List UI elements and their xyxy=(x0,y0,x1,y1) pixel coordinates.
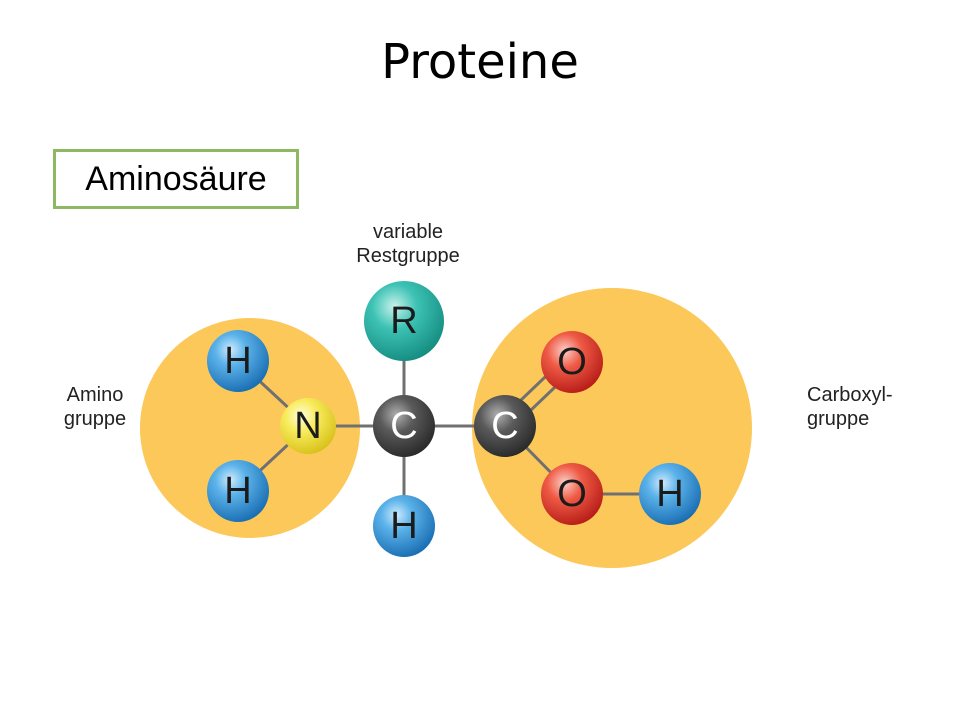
page-title: Proteine xyxy=(381,34,579,90)
atom-h-top-left: H xyxy=(207,330,269,392)
atom-r: R xyxy=(364,281,444,361)
atom-c-alpha: C xyxy=(373,395,435,457)
label-rest-line1: variable xyxy=(372,221,444,243)
atom-c-alpha-label: C xyxy=(390,405,417,447)
label-variable-restgruppe: variable Restgruppe xyxy=(318,220,498,268)
label-amino-line1: Amino xyxy=(66,384,124,406)
atom-h-bottom-left-label: H xyxy=(224,470,251,512)
label-carboxylgruppe: Carboxyl- gruppe xyxy=(807,383,893,431)
amino-group-circle xyxy=(140,318,360,538)
label-aminogruppe: Amino gruppe xyxy=(40,383,150,431)
label-carboxyl-line2: gruppe xyxy=(807,408,870,430)
atom-h-top-left-label: H xyxy=(224,340,251,382)
atom-c-carboxyl-label: C xyxy=(491,405,518,447)
atom-r-label: R xyxy=(390,300,417,342)
atom-h-hydroxyl: H xyxy=(639,463,701,525)
atom-h-bottom-left: H xyxy=(207,460,269,522)
atom-o-hydroxyl-label: O xyxy=(557,473,587,515)
atom-o-double: O xyxy=(541,331,603,393)
atom-n: N xyxy=(280,398,336,454)
label-carboxyl-line1: Carboxyl- xyxy=(807,384,893,406)
atom-h-alpha-label: H xyxy=(390,505,417,547)
atom-n-label: N xyxy=(294,405,321,447)
atom-o-hydroxyl: O xyxy=(541,463,603,525)
atom-o-double-label: O xyxy=(557,341,587,383)
label-rest-line2: Restgruppe xyxy=(356,245,460,267)
label-amino-line2: gruppe xyxy=(63,408,127,430)
atom-h-hydroxyl-label: H xyxy=(656,473,683,515)
aminosaeure-badge: Aminosäure xyxy=(53,149,299,209)
atom-c-carboxyl: C xyxy=(474,395,536,457)
atom-h-alpha: H xyxy=(373,495,435,557)
